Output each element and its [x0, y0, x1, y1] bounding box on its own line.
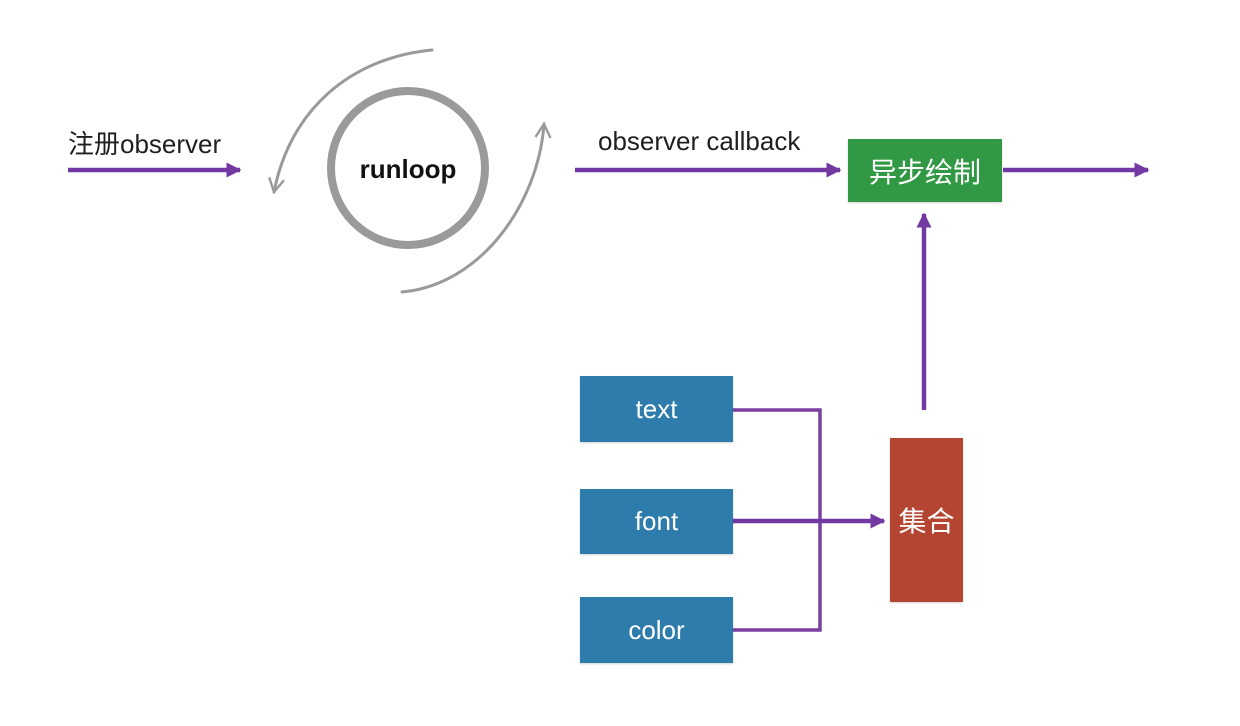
loop-cycle-arrow-top-icon — [268, 48, 434, 195]
color-attribute-node: color — [580, 597, 733, 663]
register-observer-label: 注册observer — [68, 129, 222, 159]
color-attribute-node-label: color — [628, 614, 685, 645]
observer-callback-label: observer callback — [598, 126, 801, 156]
async-draw-node-label: 异步绘制 — [868, 156, 981, 188]
collection-node: 集合 — [890, 438, 963, 602]
font-attribute-node-label: font — [634, 506, 679, 536]
runloop-circle — [327, 87, 489, 249]
font-attribute-node: font — [580, 489, 733, 554]
collection-node-label: 集合 — [898, 506, 955, 537]
text-attribute-node-label: text — [635, 393, 678, 424]
loop-cycle-arrow-bottom-icon — [400, 121, 552, 294]
runloop-label: runloop — [359, 153, 457, 184]
text-attribute-node: text — [580, 376, 733, 442]
async-draw-node: 异步绘制 — [848, 139, 1002, 202]
